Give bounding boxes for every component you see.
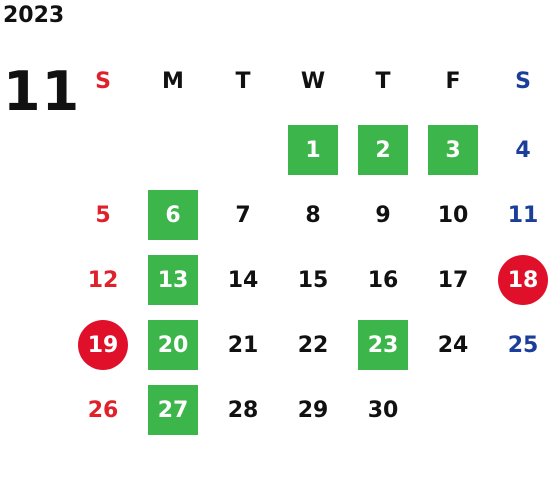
calendar-year: 2023 — [3, 3, 65, 28]
calendar-day[interactable]: 2 — [358, 125, 408, 175]
calendar-day[interactable]: 21 — [227, 332, 259, 358]
calendar-day[interactable]: 12 — [87, 267, 119, 293]
calendar-day[interactable]: 29 — [297, 397, 329, 423]
weekday-header: S — [95, 68, 111, 94]
calendar-day[interactable]: 1 — [288, 125, 338, 175]
calendar-day[interactable]: 13 — [148, 255, 198, 305]
calendar-day[interactable]: 28 — [227, 397, 259, 423]
weekday-header: T — [235, 68, 251, 94]
calendar-day[interactable]: 20 — [148, 320, 198, 370]
calendar-day[interactable]: 6 — [148, 190, 198, 240]
weekday-header: W — [300, 68, 326, 94]
calendar-day[interactable]: 15 — [297, 267, 329, 293]
weekday-header: S — [515, 68, 531, 94]
calendar-day[interactable]: 19 — [78, 320, 128, 370]
weekday-header: M — [162, 68, 184, 94]
calendar-day[interactable]: 5 — [95, 202, 111, 228]
weekday-header: T — [375, 68, 391, 94]
calendar-day[interactable]: 17 — [437, 267, 469, 293]
calendar-day[interactable]: 14 — [227, 267, 259, 293]
calendar-day[interactable]: 11 — [507, 202, 539, 228]
calendar-day[interactable]: 16 — [367, 267, 399, 293]
calendar-day[interactable]: 3 — [428, 125, 478, 175]
calendar-day[interactable]: 24 — [437, 332, 469, 358]
calendar-day[interactable]: 23 — [358, 320, 408, 370]
calendar-day[interactable]: 9 — [375, 202, 391, 228]
calendar-day[interactable]: 27 — [148, 385, 198, 435]
calendar-day[interactable]: 10 — [437, 202, 469, 228]
calendar-day[interactable]: 26 — [87, 397, 119, 423]
weekday-header: F — [445, 68, 461, 94]
calendar-day[interactable]: 18 — [498, 255, 548, 305]
calendar-day[interactable]: 4 — [515, 137, 531, 163]
calendar-day[interactable]: 30 — [367, 397, 399, 423]
calendar-day[interactable]: 25 — [507, 332, 539, 358]
calendar-day[interactable]: 7 — [235, 202, 251, 228]
calendar-day[interactable]: 8 — [305, 202, 321, 228]
calendar-month: 11 — [3, 60, 81, 123]
calendar-day[interactable]: 22 — [297, 332, 329, 358]
